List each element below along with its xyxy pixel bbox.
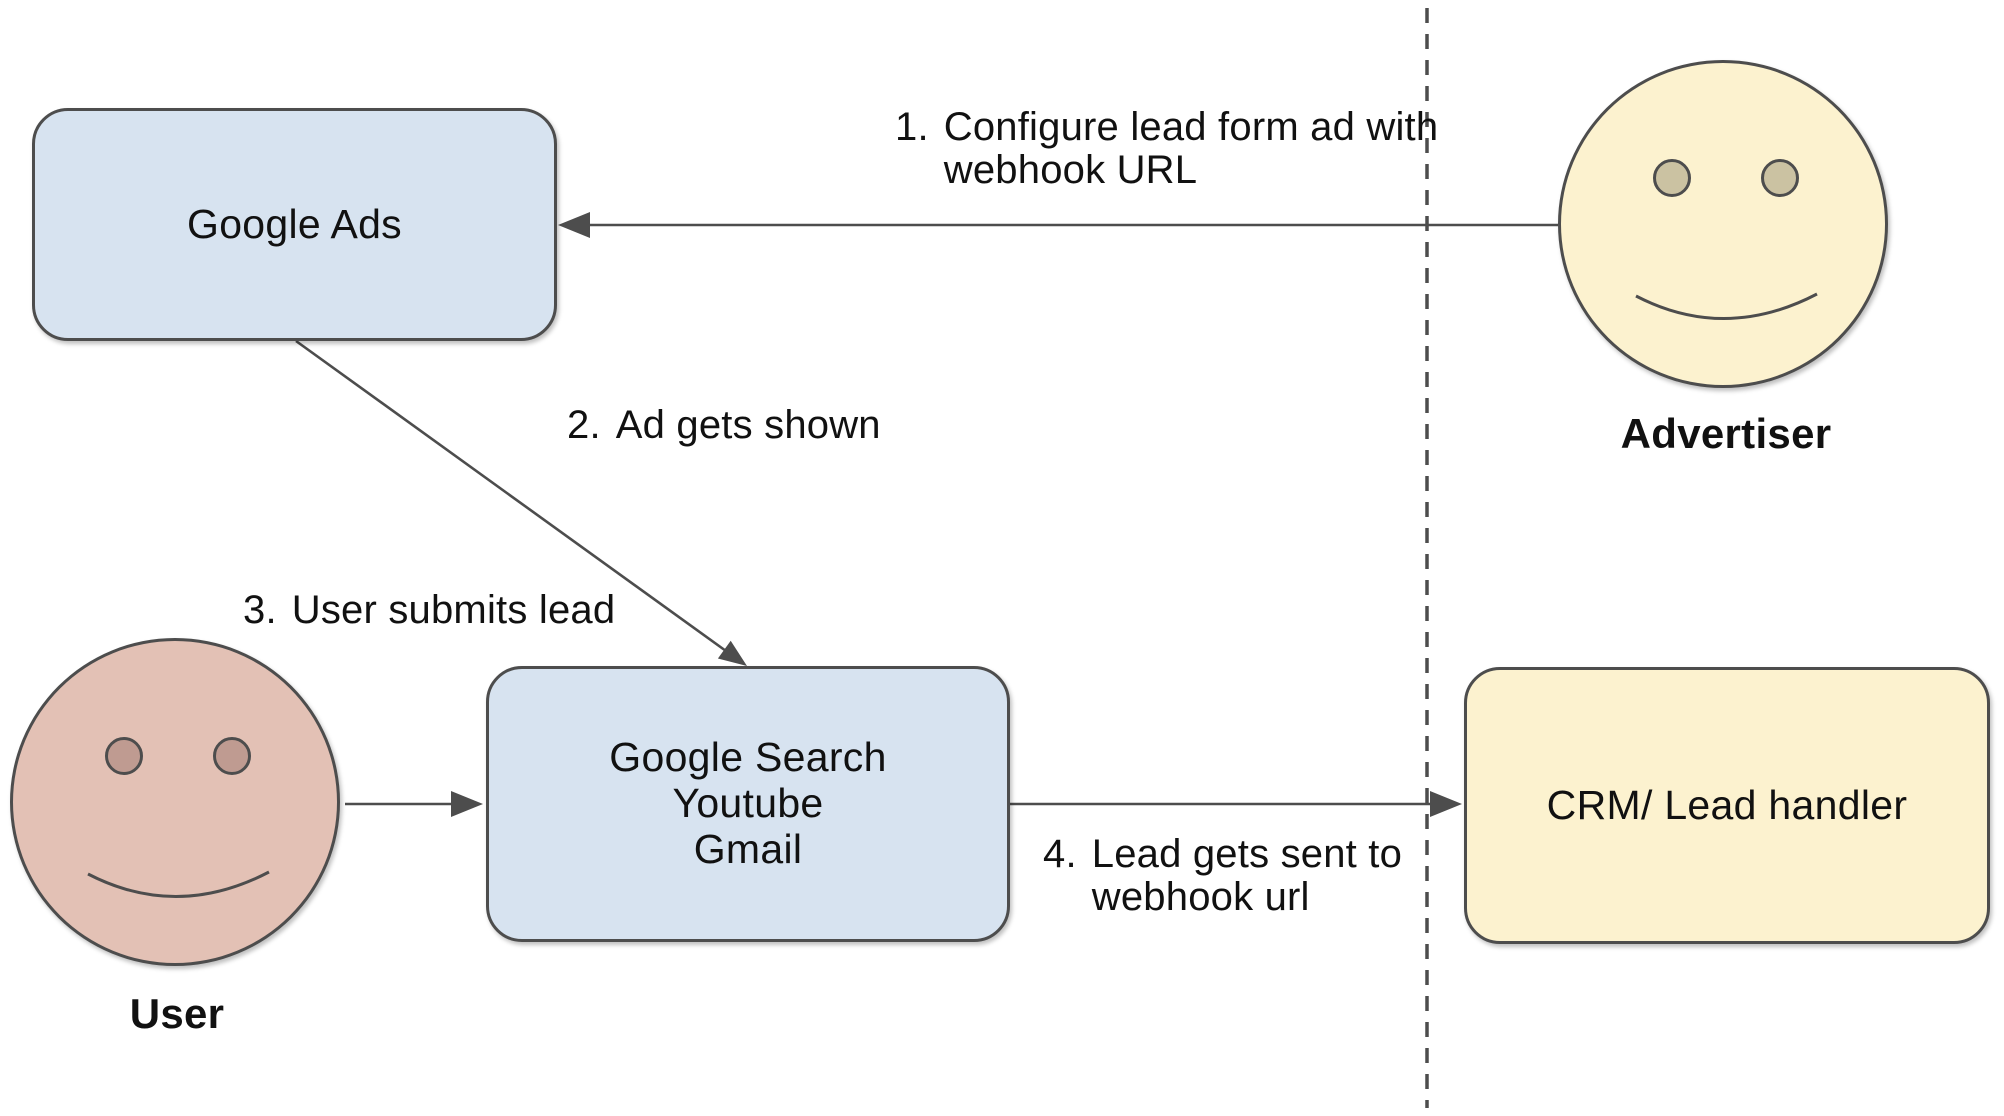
user-label: User (129, 990, 225, 1037)
node-google-ads: Google Ads (32, 108, 557, 341)
surfaces-line-gmail: Gmail (693, 825, 803, 872)
advertiser-smile-icon (1635, 292, 1818, 320)
node-google-surfaces-label: Google Search Youtube Gmail (609, 734, 887, 873)
arrow-configure-lead-form (558, 212, 1558, 238)
step-2-text: Ad gets shown (615, 403, 881, 447)
surfaces-line-youtube: Youtube (672, 780, 824, 827)
arrow-lead-sent-webhook (1010, 791, 1462, 817)
node-google-surfaces: Google Search Youtube Gmail (486, 666, 1010, 942)
step-3-text: User submits lead (291, 588, 616, 632)
arrow-user-submits-lead (345, 791, 483, 817)
step-3-label: 3. User submits lead (243, 588, 616, 632)
step-1-label: 1. Configure lead form ad with webhook U… (895, 105, 1439, 193)
step-1-text: Configure lead form ad with webhook URL (943, 105, 1439, 193)
node-crm-lead-handler: CRM/ Lead handler (1464, 667, 1990, 944)
advertiser-left-eye-icon (1653, 159, 1691, 197)
step-4-label: 4. Lead gets sent to webhook url (1043, 832, 1403, 920)
step-2-label: 2. Ad gets shown (567, 403, 881, 447)
arrow-ad-gets-shown (295, 339, 747, 666)
user-face-icon (10, 638, 340, 966)
step-4-number: 4. (1043, 832, 1077, 876)
surfaces-line-search: Google Search (609, 734, 887, 781)
advertiser-right-eye-icon (1761, 159, 1799, 197)
advertiser-face-icon (1558, 60, 1888, 388)
step-2-number: 2. (567, 403, 601, 447)
node-google-ads-label: Google Ads (187, 200, 402, 247)
user-smile-icon (87, 870, 270, 898)
advertiser-label: Advertiser (1620, 410, 1832, 457)
user-right-eye-icon (213, 737, 251, 775)
step-1-number: 1. (895, 105, 929, 149)
step-4-text: Lead gets sent to webhook url (1091, 832, 1403, 920)
step-3-number: 3. (243, 588, 277, 632)
node-crm-label: CRM/ Lead handler (1546, 781, 1908, 828)
user-left-eye-icon (105, 737, 143, 775)
